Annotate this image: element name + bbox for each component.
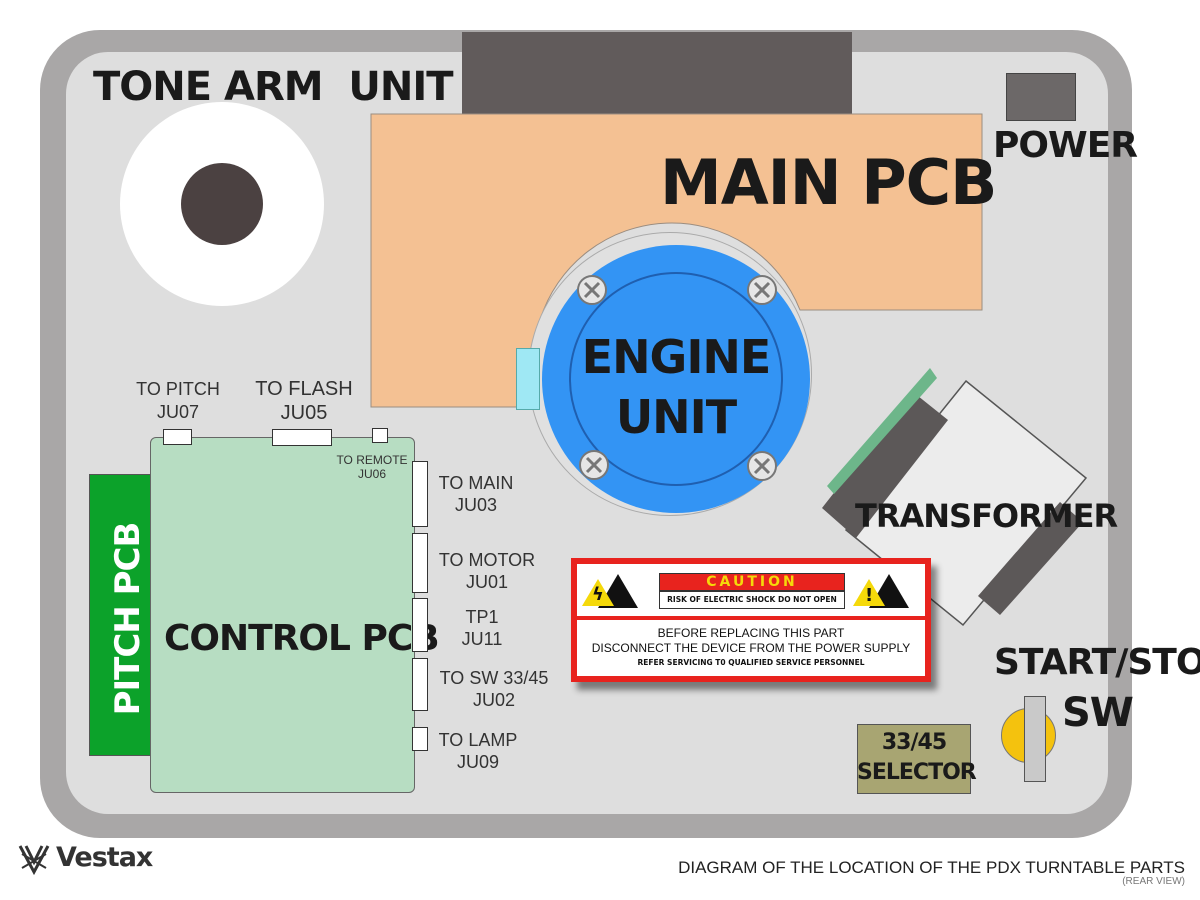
start-stop-lever xyxy=(1024,696,1046,782)
to-motor-label: TO MOTOR xyxy=(438,550,536,570)
power-switch[interactable] xyxy=(1006,73,1076,121)
screw-icon xyxy=(579,450,609,480)
vestax-logo-text: Vestax xyxy=(56,842,153,873)
connector-ju06 xyxy=(372,428,388,443)
caution-top-panel: ϟ CAUTION RISK OF ELECTRIC SHOCK DO NOT … xyxy=(577,564,925,616)
ju01-label: JU01 xyxy=(465,572,509,592)
transformer-label: TRANSFORMER xyxy=(855,497,1118,535)
screw-icon xyxy=(747,275,777,305)
control-pcb-label: CONTROL PCB xyxy=(164,618,440,659)
connector-ju03 xyxy=(412,461,428,527)
to-remote-label: TO REMOTE xyxy=(336,453,408,467)
to-flash-label: TO FLASH xyxy=(255,378,353,400)
ju09-label: JU09 xyxy=(456,752,500,772)
top-connector-block xyxy=(462,32,852,114)
caution-line3: REFER SERVICING T0 QUALIFIED SERVICE PER… xyxy=(637,658,865,667)
connector-ju11 xyxy=(412,598,428,652)
pitch-pcb-board xyxy=(89,474,151,756)
connector-ju01 xyxy=(412,533,428,593)
pitch-pcb-label: PITCH PCB xyxy=(108,522,148,716)
start-stop-label-line2: SW xyxy=(1062,690,1134,736)
power-label: POWER xyxy=(993,125,1138,166)
control-pcb-board xyxy=(150,437,415,793)
caution-subtitle-box: RISK OF ELECTRIC SHOCK DO NOT OPEN xyxy=(659,591,845,609)
ju05-label: JU05 xyxy=(280,402,328,424)
to-lamp-label: TO LAMP xyxy=(438,730,518,750)
screw-icon xyxy=(747,451,777,481)
selector-label-line2: SELECTOR xyxy=(857,760,977,785)
ju06-label: JU06 xyxy=(357,467,386,481)
to-pitch-label: TO PITCH xyxy=(136,379,220,399)
tone-arm-label: TONE ARM UNIT xyxy=(93,64,454,110)
caution-bottom-panel: BEFORE REPLACING THIS PART DISCONNECT TH… xyxy=(577,620,925,676)
ju07-label: JU07 xyxy=(156,402,200,422)
speed-selector[interactable] xyxy=(857,724,971,794)
caution-label: ϟ CAUTION RISK OF ELECTRIC SHOCK DO NOT … xyxy=(571,558,931,682)
engine-label-line1: ENGINE xyxy=(581,330,772,384)
caution-line2: DISCONNECT THE DEVICE FROM THE POWER SUP… xyxy=(591,641,911,655)
connector-ju07 xyxy=(163,429,192,445)
start-stop-label-line1: START/STOP xyxy=(994,642,1200,683)
diagram-caption: DIAGRAM OF THE LOCATION OF THE PDX TURNT… xyxy=(678,858,1185,877)
engine-cyan-tab xyxy=(516,348,540,410)
to-main-label: TO MAIN xyxy=(438,473,514,493)
connector-ju05 xyxy=(272,429,332,446)
caution-title: CAUTION xyxy=(706,574,798,590)
diagram-subcaption: (REAR VIEW) xyxy=(1122,876,1185,887)
tone-arm-pivot xyxy=(181,163,263,245)
caution-title-box: CAUTION xyxy=(659,573,845,591)
selector-label-line1: 33/45 xyxy=(881,730,947,755)
lightning-warning-icon: ϟ xyxy=(582,574,638,608)
tp1-label: TP1 xyxy=(465,607,499,627)
screw-icon xyxy=(577,275,607,305)
ju02-label: JU02 xyxy=(472,690,516,710)
to-sw-label: TO SW 33/45 xyxy=(439,668,549,688)
ju03-label: JU03 xyxy=(454,495,498,515)
connector-ju02 xyxy=(412,658,428,711)
caution-subtitle: RISK OF ELECTRIC SHOCK DO NOT OPEN xyxy=(667,595,837,604)
connector-ju09 xyxy=(412,727,428,751)
main-pcb-label: MAIN PCB xyxy=(660,146,997,219)
caution-line1: BEFORE REPLACING THIS PART xyxy=(657,626,845,640)
engine-label-line2: UNIT xyxy=(615,390,737,444)
vestax-logo-icon xyxy=(18,845,50,876)
exclamation-warning-icon: ! xyxy=(853,574,909,608)
ju11-label: JU11 xyxy=(461,629,503,649)
engine-inner-ring xyxy=(569,272,783,486)
